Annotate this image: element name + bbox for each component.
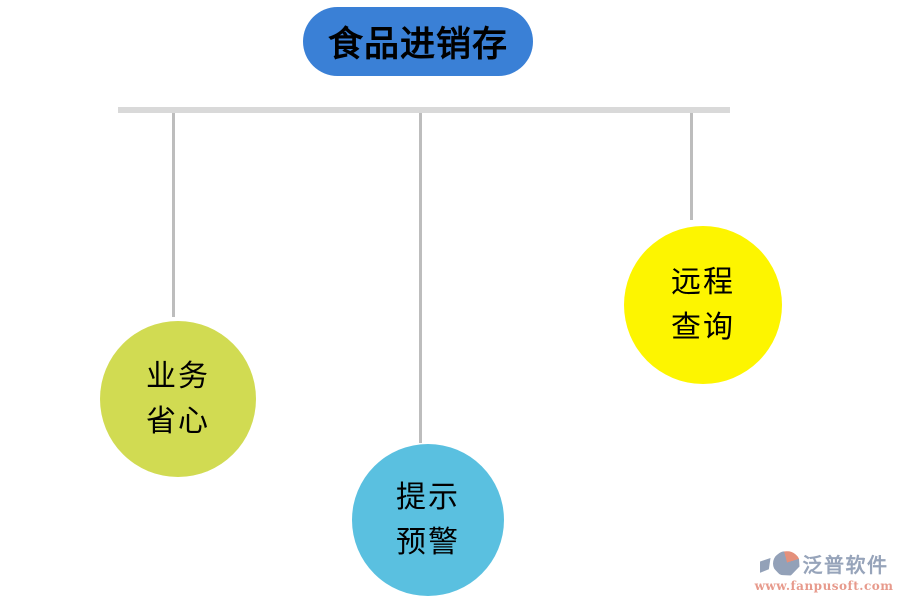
watermark-brand: 泛普软件: [802, 553, 889, 577]
fanpu-logo-flag-icon: [759, 558, 771, 573]
node-alert-label-line1: 提示: [396, 480, 460, 515]
node-remote: 远程 查询: [624, 226, 782, 384]
node-alert: 提示 预警: [352, 444, 504, 596]
watermark: 泛普软件 www.fanpusoft.com: [755, 549, 893, 593]
node-business: 业务 省心: [100, 321, 256, 477]
connector-remote: [690, 113, 693, 220]
node-alert-label-line2: 预警: [396, 525, 460, 560]
fanpu-logo-mark-icon: [772, 551, 800, 576]
connector-alert: [419, 113, 422, 443]
node-remote-label-line1: 远程: [671, 265, 735, 300]
root-node: 食品进销存: [303, 7, 533, 76]
connector-business: [172, 113, 175, 317]
fanpu-logo-icon: [759, 551, 800, 576]
trunk-line: [118, 107, 730, 113]
node-remote-label-line2: 查询: [671, 310, 735, 345]
node-business-label-line1: 业务: [146, 359, 210, 394]
watermark-url: www.fanpusoft.com: [754, 579, 894, 593]
node-business-label-line2: 省心: [146, 404, 210, 439]
watermark-row: 泛普软件: [759, 549, 889, 578]
